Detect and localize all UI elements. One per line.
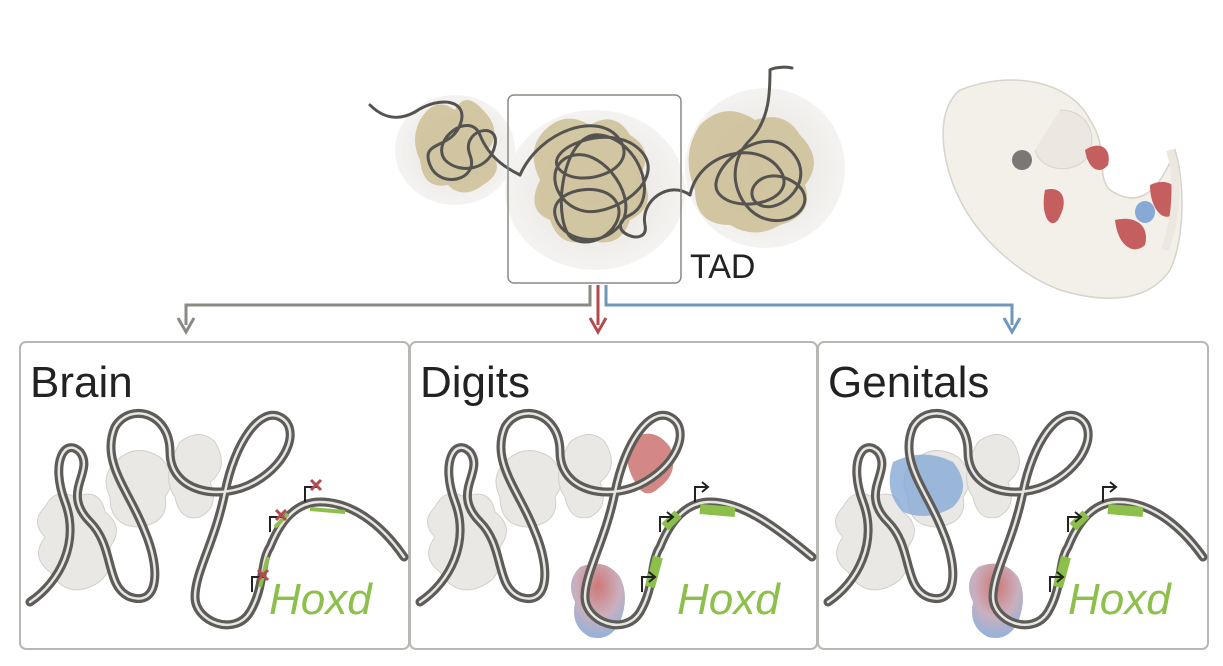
panel-title: Digits [420,358,530,407]
tad-label: TAD [690,248,755,286]
panel-title: Genitals [828,358,989,407]
promoter-arrow-1 [1049,571,1065,592]
promoter-arrow-2 [269,508,288,532]
hoxd-segment-3 [1107,504,1144,517]
gene-label-hoxd: Hoxd [1068,575,1172,624]
digits-arrow [588,285,608,336]
promoter-arrow-2 [659,511,675,532]
promoter-arrow-3 [694,481,710,502]
hoxd-segment-1 [645,555,663,589]
gene-label-hoxd: Hoxd [677,575,781,624]
hoxd-segment-3 [699,504,736,517]
promoter-arrow-1 [251,568,270,592]
hoxd-segment-3 [309,507,346,514]
promoter-arrow-2 [1067,511,1083,532]
hoxd-segment-2 [1069,510,1090,531]
promoter-arrow-3 [1102,481,1118,502]
hoxd-segment-1 [1053,555,1071,589]
promoter-arrow-1 [641,571,657,592]
enhancer-red [627,433,674,494]
panel-title: Brain [30,358,133,407]
brain-arrow [176,285,592,336]
protein-blobs [427,434,612,591]
tad-chromatin-illustration [368,65,845,284]
embryo-illustration [942,79,1183,299]
hoxd-segment-2 [661,510,682,531]
hoxd-segment-2 [273,512,290,529]
genitals-arrow [604,285,1022,336]
gene-label-hoxd: Hoxd [269,575,373,624]
promoter-arrow-3 [304,478,323,502]
enhancer-blue [889,454,963,516]
